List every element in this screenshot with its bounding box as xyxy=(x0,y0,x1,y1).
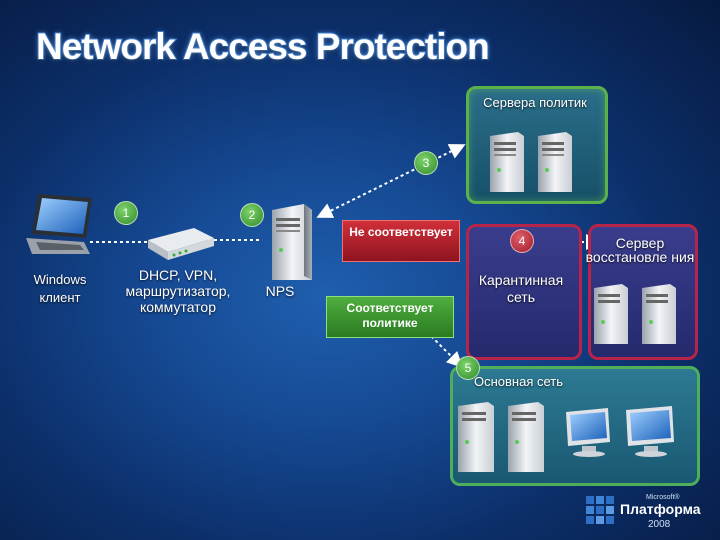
remediation-label: Сервер восстановле ния xyxy=(585,235,695,265)
quarantine-label: Карантинная сеть xyxy=(478,272,564,305)
monitor-icon xyxy=(566,408,610,457)
platform-logo: Microsoft® Платформа 2008 xyxy=(586,488,704,532)
main-network-label: Основная сеть xyxy=(474,374,564,389)
step-badge-1: 1 xyxy=(114,201,138,225)
logo-brand: Microsoft® xyxy=(646,494,680,501)
network-devices-label: DHCP, VPN, маршрутизатор, коммутатор xyxy=(125,267,231,315)
quarantine-box xyxy=(466,224,582,360)
logo-name: Платформа xyxy=(620,501,701,517)
server-icon xyxy=(458,402,494,472)
compliant-tag: Соответствует политике xyxy=(326,296,454,338)
step-badge-3: 3 xyxy=(414,151,438,175)
nps-server-icon xyxy=(272,204,312,280)
nps-label: NPS xyxy=(265,283,295,299)
step-badge-4: 4 xyxy=(510,229,534,253)
slide-title: Network Access Protection xyxy=(35,25,491,68)
monitor-icon xyxy=(626,406,674,457)
server-icon xyxy=(490,132,524,192)
arrow-nps-policy xyxy=(316,144,466,218)
main-network-icons xyxy=(458,402,674,472)
policy-servers-box xyxy=(466,86,608,204)
server-icon xyxy=(508,402,544,472)
logo-year: 2008 xyxy=(648,519,671,530)
router-icon xyxy=(148,228,214,260)
server-icon xyxy=(594,284,628,344)
policy-servers-label: Сервера политик xyxy=(483,95,587,110)
remediation-server-icons xyxy=(594,284,676,344)
policy-server-icons xyxy=(490,132,572,192)
windows-client-label: Windows клиент xyxy=(33,272,87,305)
laptop-icon xyxy=(26,194,92,254)
not-compliant-tag: Не соответствует xyxy=(342,220,460,262)
logo-grid-icon xyxy=(586,496,614,524)
server-icon xyxy=(642,284,676,344)
server-icon xyxy=(538,132,572,192)
step-badge-5: 5 xyxy=(456,356,480,380)
step-badge-2: 2 xyxy=(240,203,264,227)
